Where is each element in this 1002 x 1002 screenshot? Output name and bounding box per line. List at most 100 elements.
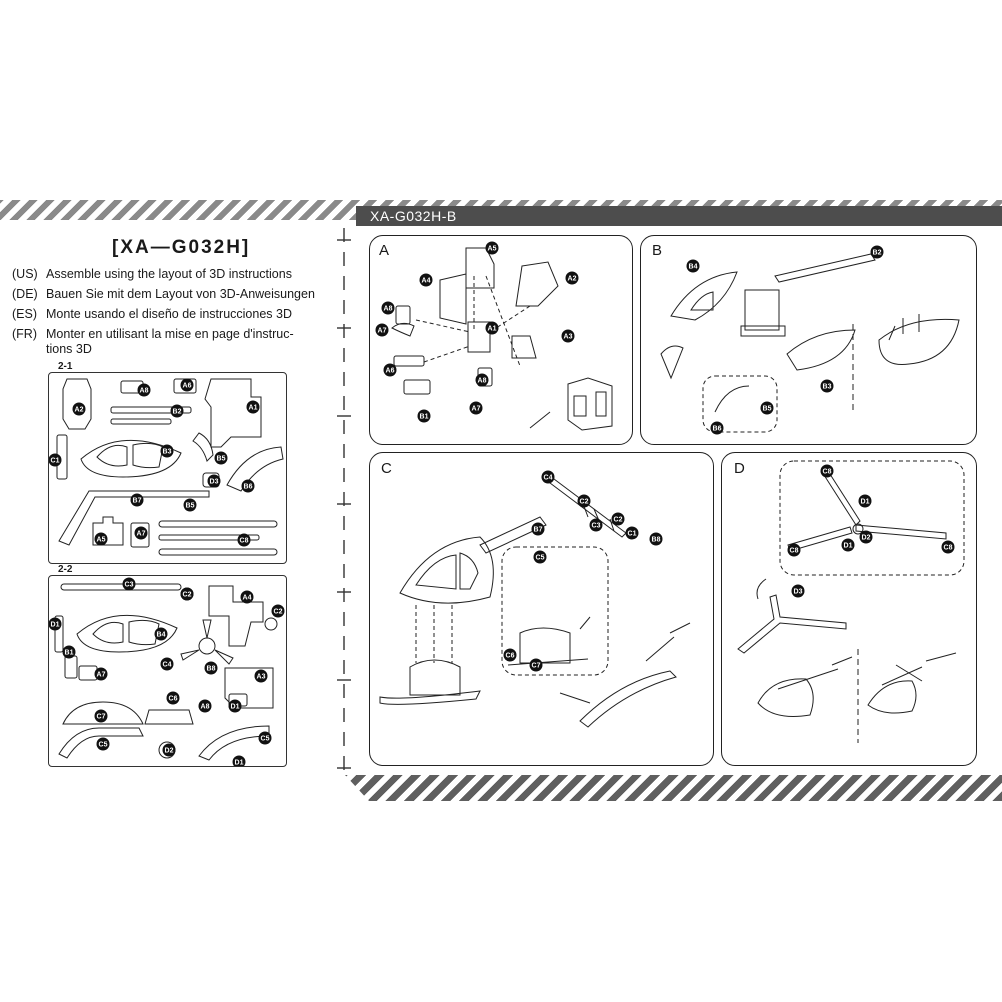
svg-text:A5: A5 [97, 537, 106, 544]
part-badge-c2: C2 [180, 587, 194, 601]
instruction-text: Monte usando el diseño de instrucciones … [46, 307, 292, 321]
instruction-text: Bauen Sie mit dem Layout von 3D-Anweisun… [46, 287, 315, 301]
part-badge-d1: D1 [49, 617, 62, 631]
svg-text:C8: C8 [240, 538, 249, 545]
svg-text:B1: B1 [65, 650, 74, 657]
part-badge-a7: A7 [375, 323, 389, 337]
part-badge-b1: B1 [62, 645, 76, 659]
svg-text:C1: C1 [51, 458, 60, 465]
svg-text:A4: A4 [422, 278, 431, 285]
part-badge-a1: A1 [485, 321, 499, 335]
part-badge-a3: A3 [254, 669, 268, 683]
svg-text:B5: B5 [186, 503, 195, 510]
svg-text:D1: D1 [51, 622, 60, 629]
part-badge-a5: A5 [94, 532, 108, 546]
part-badge-b5: B5 [760, 401, 774, 415]
part-badge-c1: C1 [49, 453, 62, 467]
svg-text:C3: C3 [592, 523, 601, 530]
svg-text:B5: B5 [217, 456, 226, 463]
part-badge-c2: C2 [271, 604, 285, 618]
svg-text:A2: A2 [75, 407, 84, 414]
instruction-text: Assemble using the layout of 3D instruct… [46, 267, 292, 281]
svg-text:B7: B7 [133, 498, 142, 505]
panel-letter: C [381, 460, 392, 477]
part-badge-b7: B7 [130, 493, 144, 507]
part-badge-a8: A8 [475, 373, 489, 387]
svg-text:A1: A1 [488, 326, 497, 333]
svg-text:C2: C2 [614, 517, 623, 524]
sheet-label: 2-2 [58, 564, 73, 575]
svg-text:B8: B8 [207, 666, 216, 673]
part-badge-a8: A8 [381, 301, 395, 315]
part-badge-a1: A1 [246, 400, 260, 414]
svg-text:C7: C7 [532, 663, 541, 670]
svg-text:B3: B3 [163, 449, 172, 456]
svg-text:C4: C4 [544, 475, 553, 482]
svg-text:C6: C6 [506, 653, 515, 660]
instruction-es: (ES) Monte usando el diseño de instrucci… [12, 307, 327, 322]
part-badge-a6: A6 [383, 363, 397, 377]
svg-text:C7: C7 [97, 714, 106, 721]
svg-text:B3: B3 [823, 384, 832, 391]
instruction-list: (US) Assemble using the layout of 3D ins… [12, 267, 327, 357]
svg-text:A6: A6 [386, 368, 395, 375]
part-badge-b8: B8 [649, 532, 663, 546]
svg-text:C5: C5 [261, 736, 270, 743]
lang-code: (ES) [12, 307, 37, 321]
svg-text:C2: C2 [183, 592, 192, 599]
part-badge-b2: B2 [870, 245, 884, 259]
sheet-label: 2-1 [58, 361, 73, 372]
svg-text:C5: C5 [99, 742, 108, 749]
svg-text:C2: C2 [580, 499, 589, 506]
part-badge-c8: C8 [820, 464, 834, 478]
svg-text:B2: B2 [173, 409, 182, 416]
svg-text:D1: D1 [861, 499, 870, 506]
svg-text:B1: B1 [420, 414, 429, 421]
model-code: XA-G032H-B [370, 208, 457, 224]
svg-text:A7: A7 [97, 672, 106, 679]
part-badge-a2: A2 [72, 402, 86, 416]
part-badge-a3: A3 [561, 329, 575, 343]
panel-letter: B [652, 242, 663, 259]
part-badge-a8: A8 [198, 699, 212, 713]
part-badge-d2: D2 [162, 743, 176, 757]
svg-text:C6: C6 [169, 696, 178, 703]
part-badge-d1: D1 [858, 494, 872, 508]
svg-text:A3: A3 [564, 334, 573, 341]
part-badge-c2: C2 [577, 494, 591, 508]
svg-text:A3: A3 [257, 674, 266, 681]
part-badge-b1: B1 [417, 409, 431, 423]
svg-text:C8: C8 [790, 548, 799, 555]
part-badge-a7: A7 [94, 667, 108, 681]
part-badge-a5: A5 [485, 241, 499, 255]
svg-text:A7: A7 [378, 328, 387, 335]
svg-text:D1: D1 [235, 760, 244, 766]
lang-code: (FR) [12, 327, 37, 341]
svg-text:A8: A8 [384, 306, 393, 313]
part-badge-c4: C4 [160, 657, 174, 671]
part-badge-b8: B8 [204, 661, 218, 675]
part-badge-a4: A4 [419, 273, 433, 287]
svg-text:B6: B6 [713, 426, 722, 433]
part-badge-b4: B4 [154, 627, 168, 641]
part-badge-d1: D1 [841, 538, 855, 552]
svg-text:C2: C2 [274, 609, 283, 616]
instruction-us: (US) Assemble using the layout of 3D ins… [12, 267, 327, 282]
part-badge-b3: B3 [160, 444, 174, 458]
model-title: [XA—G032H] [112, 237, 251, 258]
part-badge-c5: C5 [258, 731, 272, 745]
part-badge-b7: B7 [531, 522, 545, 536]
part-badge-b5: B5 [183, 498, 197, 512]
part-badge-c8: C8 [787, 543, 801, 557]
part-badge-a4: A4 [240, 590, 254, 604]
